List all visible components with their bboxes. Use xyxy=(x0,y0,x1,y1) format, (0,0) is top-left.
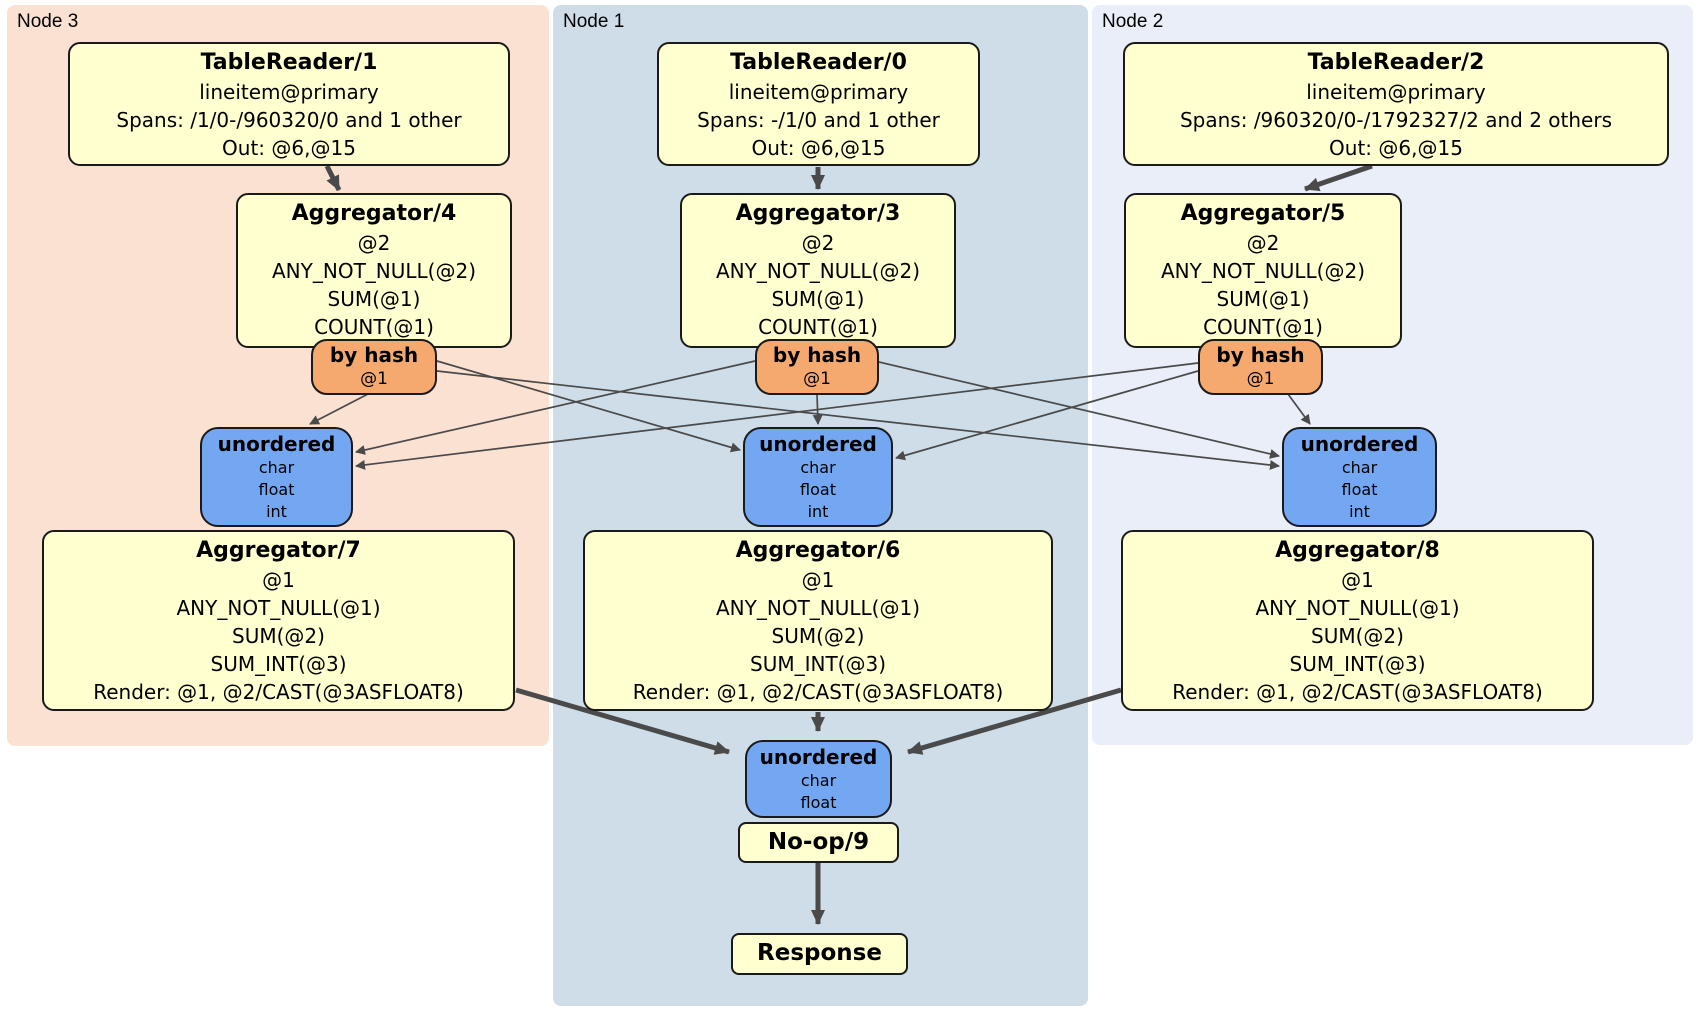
processor-title: Aggregator/4 xyxy=(291,201,457,226)
processor-title: No-op/9 xyxy=(767,829,870,855)
processor-aggregator-6: Aggregator/6 @1 ANY_NOT_NULL(@1) SUM(@2)… xyxy=(583,530,1053,711)
processor-row: Spans: /960320/0-/1792327/2 and 2 others xyxy=(1179,108,1612,132)
stream-type: int xyxy=(1349,502,1370,521)
processor-title: Aggregator/3 xyxy=(735,201,901,226)
processor-title: Aggregator/6 xyxy=(735,538,901,563)
processor-row: lineitem@primary xyxy=(728,80,909,104)
router-by-hash-node2: by hash @1 xyxy=(1198,339,1323,395)
processor-row: @1 xyxy=(801,568,835,592)
router-title: by hash xyxy=(329,343,419,367)
processor-row: @1 xyxy=(262,568,295,592)
processor-row: lineitem@primary xyxy=(199,80,379,104)
stream-unordered-final: unordered char float xyxy=(745,740,892,818)
panel-label-node-2: Node 2 xyxy=(1102,11,1164,32)
processor-title: Aggregator/5 xyxy=(1180,201,1346,226)
processor-tablereader-1: TableReader/1 lineitem@primary Spans: /1… xyxy=(68,42,510,166)
processor-row: ANY_NOT_NULL(@1) xyxy=(716,596,920,620)
stream-type: float xyxy=(800,793,837,812)
processor-title: TableReader/0 xyxy=(730,50,907,75)
stream-type: char xyxy=(800,458,836,477)
processor-title: Aggregator/7 xyxy=(196,538,361,563)
stream-title: unordered xyxy=(217,432,336,456)
stream-type: char xyxy=(800,771,837,790)
processor-row: lineitem@primary xyxy=(1306,80,1486,104)
processor-row: Render: @1, @2/CAST(@3ASFLOAT8) xyxy=(1172,680,1543,704)
router-columns: @1 xyxy=(1246,369,1275,389)
processor-row: @2 xyxy=(1246,231,1280,255)
stream-type: int xyxy=(266,502,287,521)
processor-row: ANY_NOT_NULL(@2) xyxy=(716,259,920,283)
stream-unordered-node3: unordered char float int xyxy=(200,427,353,527)
processor-row: COUNT(@1) xyxy=(1203,315,1323,339)
processor-row: Spans: -/1/0 and 1 other xyxy=(697,108,940,132)
processor-row: ANY_NOT_NULL(@2) xyxy=(1161,259,1365,283)
processor-response: Response xyxy=(731,933,908,975)
processor-row: SUM(@1) xyxy=(327,287,421,311)
router-by-hash-node1: by hash @1 xyxy=(755,339,879,395)
processor-row: @1 xyxy=(1341,568,1374,592)
processor-row: Out: @6,@15 xyxy=(1329,136,1463,160)
panel-label-node-1: Node 1 xyxy=(563,11,625,32)
processor-aggregator-7: Aggregator/7 @1 ANY_NOT_NULL(@1) SUM(@2)… xyxy=(42,530,515,711)
router-title: by hash xyxy=(772,343,862,367)
processor-row: COUNT(@1) xyxy=(758,315,878,339)
processor-row: SUM(@2) xyxy=(232,624,325,648)
stream-type: int xyxy=(807,502,829,521)
stream-type: char xyxy=(1341,458,1378,477)
processor-aggregator-4: Aggregator/4 @2 ANY_NOT_NULL(@2) SUM(@1)… xyxy=(236,193,512,348)
router-columns: @1 xyxy=(803,369,831,389)
processor-row: @2 xyxy=(357,231,391,255)
stream-title: unordered xyxy=(759,745,878,769)
stream-type: float xyxy=(800,480,836,499)
processor-tablereader-0: TableReader/0 lineitem@primary Spans: -/… xyxy=(657,42,980,166)
processor-row: SUM_INT(@3) xyxy=(1289,652,1426,676)
stream-unordered-node1: unordered char float int xyxy=(743,427,893,527)
processor-title: Aggregator/8 xyxy=(1275,538,1440,563)
processor-row: Render: @1, @2/CAST(@3ASFLOAT8) xyxy=(632,680,1004,704)
processor-title: Response xyxy=(757,940,882,966)
processor-row: SUM(@1) xyxy=(771,287,865,311)
processor-row: SUM(@2) xyxy=(1311,624,1404,648)
processor-tablereader-2: TableReader/2 lineitem@primary Spans: /9… xyxy=(1123,42,1669,166)
processor-aggregator-8: Aggregator/8 @1 ANY_NOT_NULL(@1) SUM(@2)… xyxy=(1121,530,1594,711)
processor-row: SUM(@2) xyxy=(771,624,865,648)
processor-row: @2 xyxy=(801,231,835,255)
processor-row: ANY_NOT_NULL(@1) xyxy=(176,596,381,620)
processor-aggregator-3: Aggregator/3 @2 ANY_NOT_NULL(@2) SUM(@1)… xyxy=(680,193,956,348)
router-title: by hash xyxy=(1216,343,1305,367)
processor-row: ANY_NOT_NULL(@2) xyxy=(272,259,476,283)
processor-row: Spans: /1/0-/960320/0 and 1 other xyxy=(116,108,462,132)
processor-row: SUM_INT(@3) xyxy=(750,652,886,676)
stream-type: float xyxy=(1341,480,1378,499)
processor-row: SUM(@1) xyxy=(1216,287,1310,311)
panel-label-node-3: Node 3 xyxy=(17,11,79,32)
router-columns: @1 xyxy=(360,369,388,389)
processor-row: ANY_NOT_NULL(@1) xyxy=(1255,596,1460,620)
stream-type: float xyxy=(258,480,295,499)
router-by-hash-node3: by hash @1 xyxy=(311,339,437,395)
processor-row: Out: @6,@15 xyxy=(222,136,356,160)
stream-title: unordered xyxy=(759,432,877,456)
stream-title: unordered xyxy=(1300,432,1419,456)
processor-aggregator-5: Aggregator/5 @2 ANY_NOT_NULL(@2) SUM(@1)… xyxy=(1124,193,1402,348)
stream-unordered-node2: unordered char float int xyxy=(1282,427,1437,527)
processor-title: TableReader/1 xyxy=(200,50,378,75)
processor-row: Out: @6,@15 xyxy=(751,136,886,160)
processor-row: COUNT(@1) xyxy=(314,315,434,339)
processor-row: Render: @1, @2/CAST(@3ASFLOAT8) xyxy=(93,680,464,704)
processor-noop-9: No-op/9 xyxy=(738,822,899,863)
processor-row: SUM_INT(@3) xyxy=(210,652,347,676)
stream-type: char xyxy=(258,458,295,477)
processor-title: TableReader/2 xyxy=(1307,50,1485,75)
